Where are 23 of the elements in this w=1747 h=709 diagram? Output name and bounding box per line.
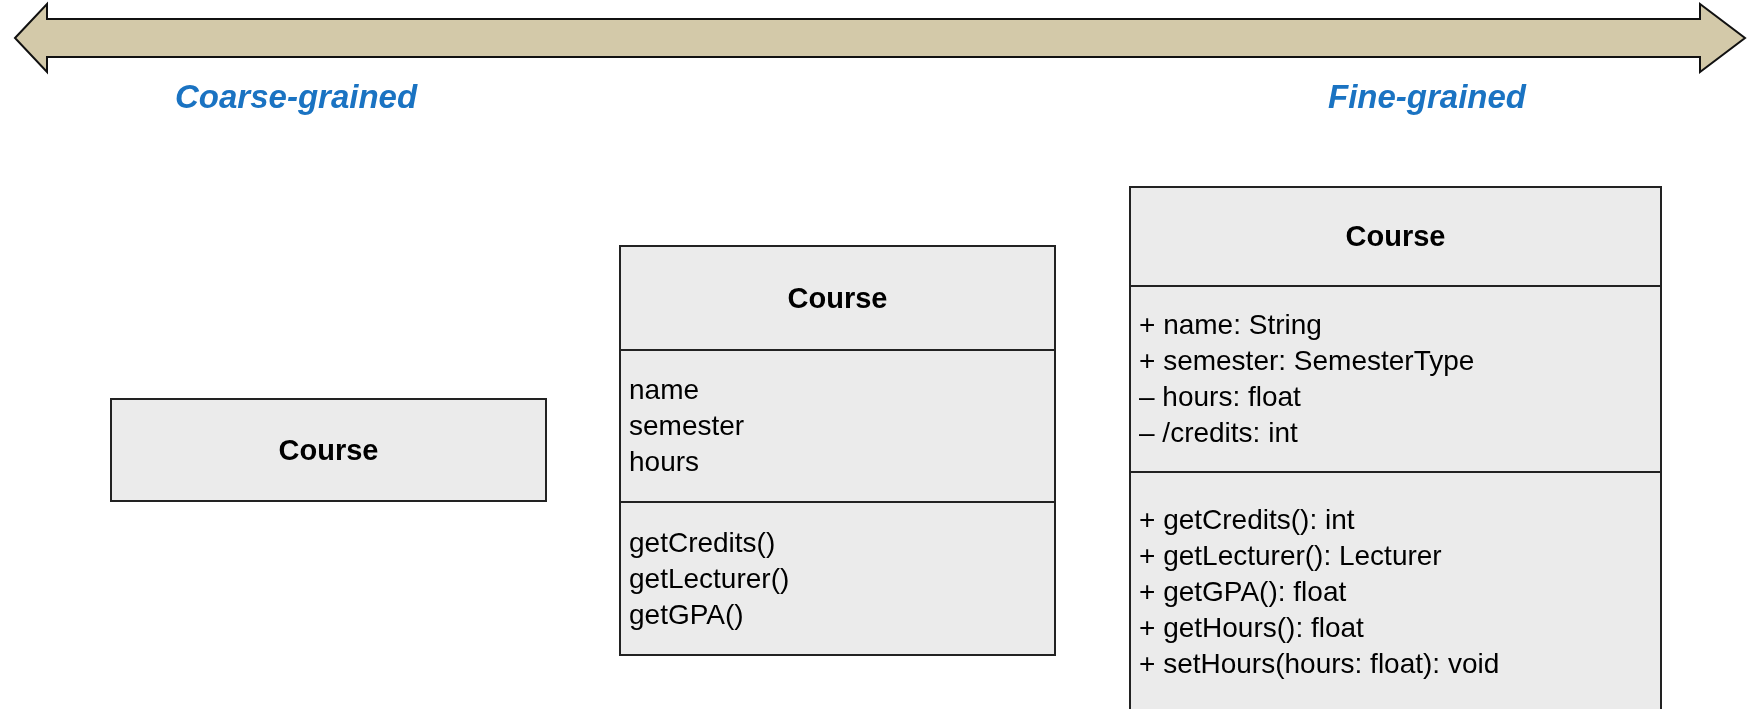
attribute-text: – hours: float (1139, 380, 1301, 414)
class-box (1129, 186, 1662, 709)
attribute-text: semester (629, 409, 745, 443)
attribute-text: – /credits: int (1139, 416, 1298, 450)
method-text: + getLecturer(): Lecturer (1139, 539, 1442, 573)
scale-label: Fine-grained (1328, 78, 1527, 116)
method-text: + setHours(hours: float): void (1139, 647, 1500, 681)
attribute-text: + name: String (1139, 308, 1322, 342)
method-text: getLecturer() (629, 561, 790, 596)
class-name: Course (1345, 220, 1446, 253)
attribute-text: + semester: SemesterType (1139, 344, 1475, 378)
attribute-text: name (629, 373, 700, 407)
method-text: getCredits() (629, 525, 776, 560)
method-text: + getCredits(): int (1139, 503, 1355, 537)
method-text: getGPA() (629, 597, 744, 632)
class-name: Course (787, 281, 888, 315)
method-text: + getGPA(): float (1139, 575, 1347, 609)
scale-label: Coarse-grained (175, 78, 418, 116)
class-name: Course (278, 433, 379, 467)
attribute-text: hours (629, 445, 700, 479)
class-box (619, 245, 1056, 656)
class-box (110, 398, 547, 502)
method-text: + getHours(): float (1139, 611, 1364, 645)
